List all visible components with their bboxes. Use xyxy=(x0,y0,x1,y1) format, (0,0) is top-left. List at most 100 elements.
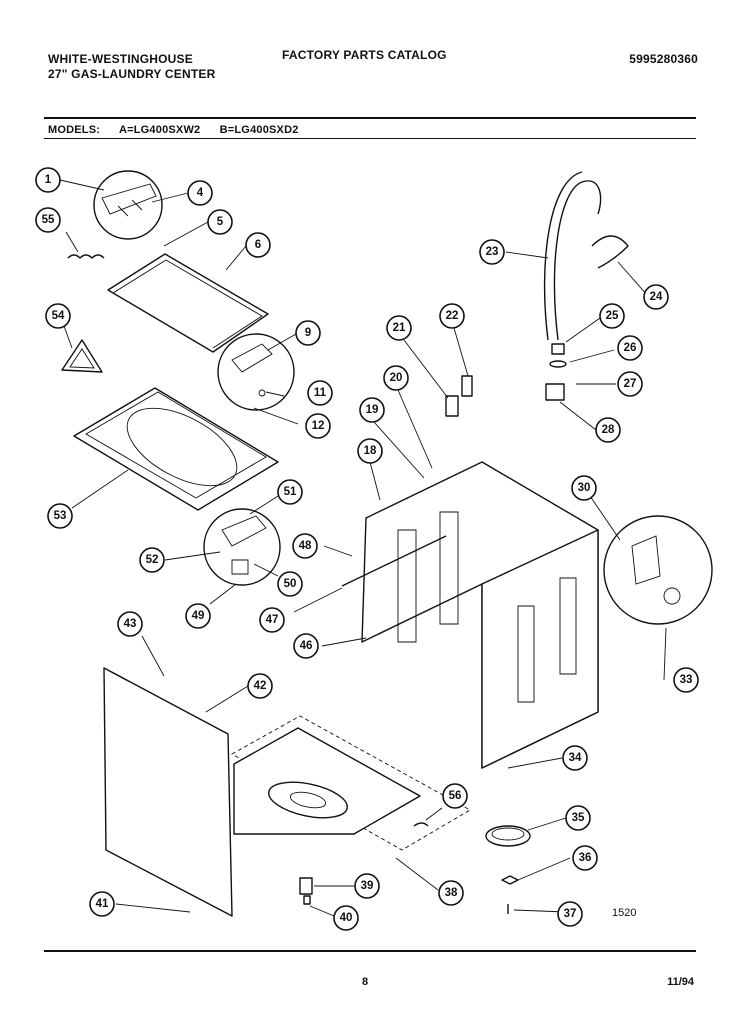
callout-21: 21 xyxy=(386,315,412,341)
footer-rule xyxy=(44,950,696,952)
catalog-number: 5995280360 xyxy=(629,52,698,66)
svg-text:40: 40 xyxy=(340,912,353,924)
callout-46: 46 xyxy=(293,633,319,659)
models-rule xyxy=(44,138,696,139)
svg-text:22: 22 xyxy=(446,310,459,322)
top-cover-drawing xyxy=(73,387,279,511)
svg-text:42: 42 xyxy=(254,680,267,692)
svg-text:39: 39 xyxy=(361,880,374,892)
callout-33: 33 xyxy=(673,667,699,693)
svg-text:48: 48 xyxy=(299,540,312,552)
svg-text:5: 5 xyxy=(217,216,224,228)
models-line: MODELS: A=LG400SXW2 B=LG400SXD2 xyxy=(48,124,315,136)
callout-56: 56 xyxy=(442,783,468,809)
svg-text:38: 38 xyxy=(445,887,458,899)
bumper-drawing xyxy=(61,339,103,373)
inset-bracket-drawing xyxy=(93,170,163,240)
leader-lines xyxy=(59,179,667,917)
svg-text:21: 21 xyxy=(393,322,406,334)
callout-5: 5 xyxy=(207,209,233,235)
callout-11: 11 xyxy=(307,380,333,406)
brand-name: WHITE-WESTINGHOUSE xyxy=(48,52,193,66)
callout-53: 53 xyxy=(47,503,73,529)
callout-25: 25 xyxy=(599,303,625,329)
date-code: 11/94 xyxy=(667,976,694,988)
callout-42: 42 xyxy=(247,673,273,699)
part-drawings xyxy=(61,170,713,917)
header-rule xyxy=(44,117,696,119)
svg-text:52: 52 xyxy=(146,554,159,566)
spring-small-drawing xyxy=(413,822,429,827)
callout-23: 23 xyxy=(479,239,505,265)
callout-4: 4 xyxy=(187,180,213,206)
callout-34: 34 xyxy=(562,745,588,771)
callout-24: 24 xyxy=(643,284,669,310)
callout-36: 36 xyxy=(572,845,598,871)
svg-text:30: 30 xyxy=(578,482,591,494)
callout-26: 26 xyxy=(617,335,643,361)
callout-19: 19 xyxy=(359,397,385,423)
svg-text:50: 50 xyxy=(284,578,297,590)
callout-35: 35 xyxy=(565,805,591,831)
callout-55: 55 xyxy=(35,207,61,233)
callout-49: 49 xyxy=(185,603,211,629)
inset-hinge-drawing xyxy=(217,333,295,411)
svg-text:6: 6 xyxy=(255,239,261,251)
svg-text:56: 56 xyxy=(449,790,462,802)
callout-22: 22 xyxy=(439,303,465,329)
svg-text:19: 19 xyxy=(366,404,379,416)
callout-40: 40 xyxy=(333,905,359,931)
callout-47: 47 xyxy=(259,607,285,633)
callout-54: 54 xyxy=(45,303,71,329)
callout-1: 1 xyxy=(35,167,61,193)
grommet-drawing xyxy=(445,395,459,417)
callout-37: 37 xyxy=(557,901,583,927)
callout-12: 12 xyxy=(305,413,331,439)
lid-drawing xyxy=(107,253,269,353)
svg-text:24: 24 xyxy=(650,291,663,303)
callout-41: 41 xyxy=(89,891,115,917)
callout-39: 39 xyxy=(354,873,380,899)
svg-text:54: 54 xyxy=(52,310,65,322)
svg-text:28: 28 xyxy=(602,424,615,436)
svg-text:12: 12 xyxy=(312,420,325,432)
clip-drawing xyxy=(591,235,629,269)
callout-9: 9 xyxy=(295,320,321,346)
callout-48: 48 xyxy=(292,533,318,559)
svg-text:47: 47 xyxy=(266,614,279,626)
svg-text:23: 23 xyxy=(486,246,499,258)
svg-text:1: 1 xyxy=(45,174,52,186)
svg-text:35: 35 xyxy=(572,812,585,824)
svg-text:55: 55 xyxy=(42,214,55,226)
callout-27: 27 xyxy=(617,371,643,397)
svg-text:43: 43 xyxy=(124,618,137,630)
leg-drawing xyxy=(299,877,313,905)
spring-drawing xyxy=(67,254,105,259)
svg-text:51: 51 xyxy=(284,486,297,498)
svg-text:53: 53 xyxy=(54,510,67,522)
model-a: A=LG400SXW2 xyxy=(118,124,201,136)
svg-text:20: 20 xyxy=(390,372,403,384)
callout-18: 18 xyxy=(357,438,383,464)
models-label: MODELS: xyxy=(48,124,101,136)
svg-text:26: 26 xyxy=(624,342,637,354)
inset-valve-drawing xyxy=(603,515,713,625)
svg-text:4: 4 xyxy=(197,187,204,199)
product-description: 27" GAS-LAUNDRY CENTER xyxy=(48,67,216,81)
rod-drawing xyxy=(341,535,447,587)
svg-text:18: 18 xyxy=(364,445,377,457)
svg-text:9: 9 xyxy=(305,327,311,339)
callout-38: 38 xyxy=(438,880,464,906)
fitting-drawing xyxy=(551,343,565,355)
page-number: 8 xyxy=(362,976,369,988)
svg-text:37: 37 xyxy=(564,908,577,920)
washer-drawing xyxy=(501,875,519,885)
svg-text:49: 49 xyxy=(192,610,205,622)
svg-text:34: 34 xyxy=(569,752,582,764)
front-panel-drawing xyxy=(103,667,233,917)
svg-text:25: 25 xyxy=(606,310,619,322)
catalog-title: FACTORY PARTS CATALOG xyxy=(282,48,447,62)
callout-43: 43 xyxy=(117,611,143,637)
callout-28: 28 xyxy=(595,417,621,443)
